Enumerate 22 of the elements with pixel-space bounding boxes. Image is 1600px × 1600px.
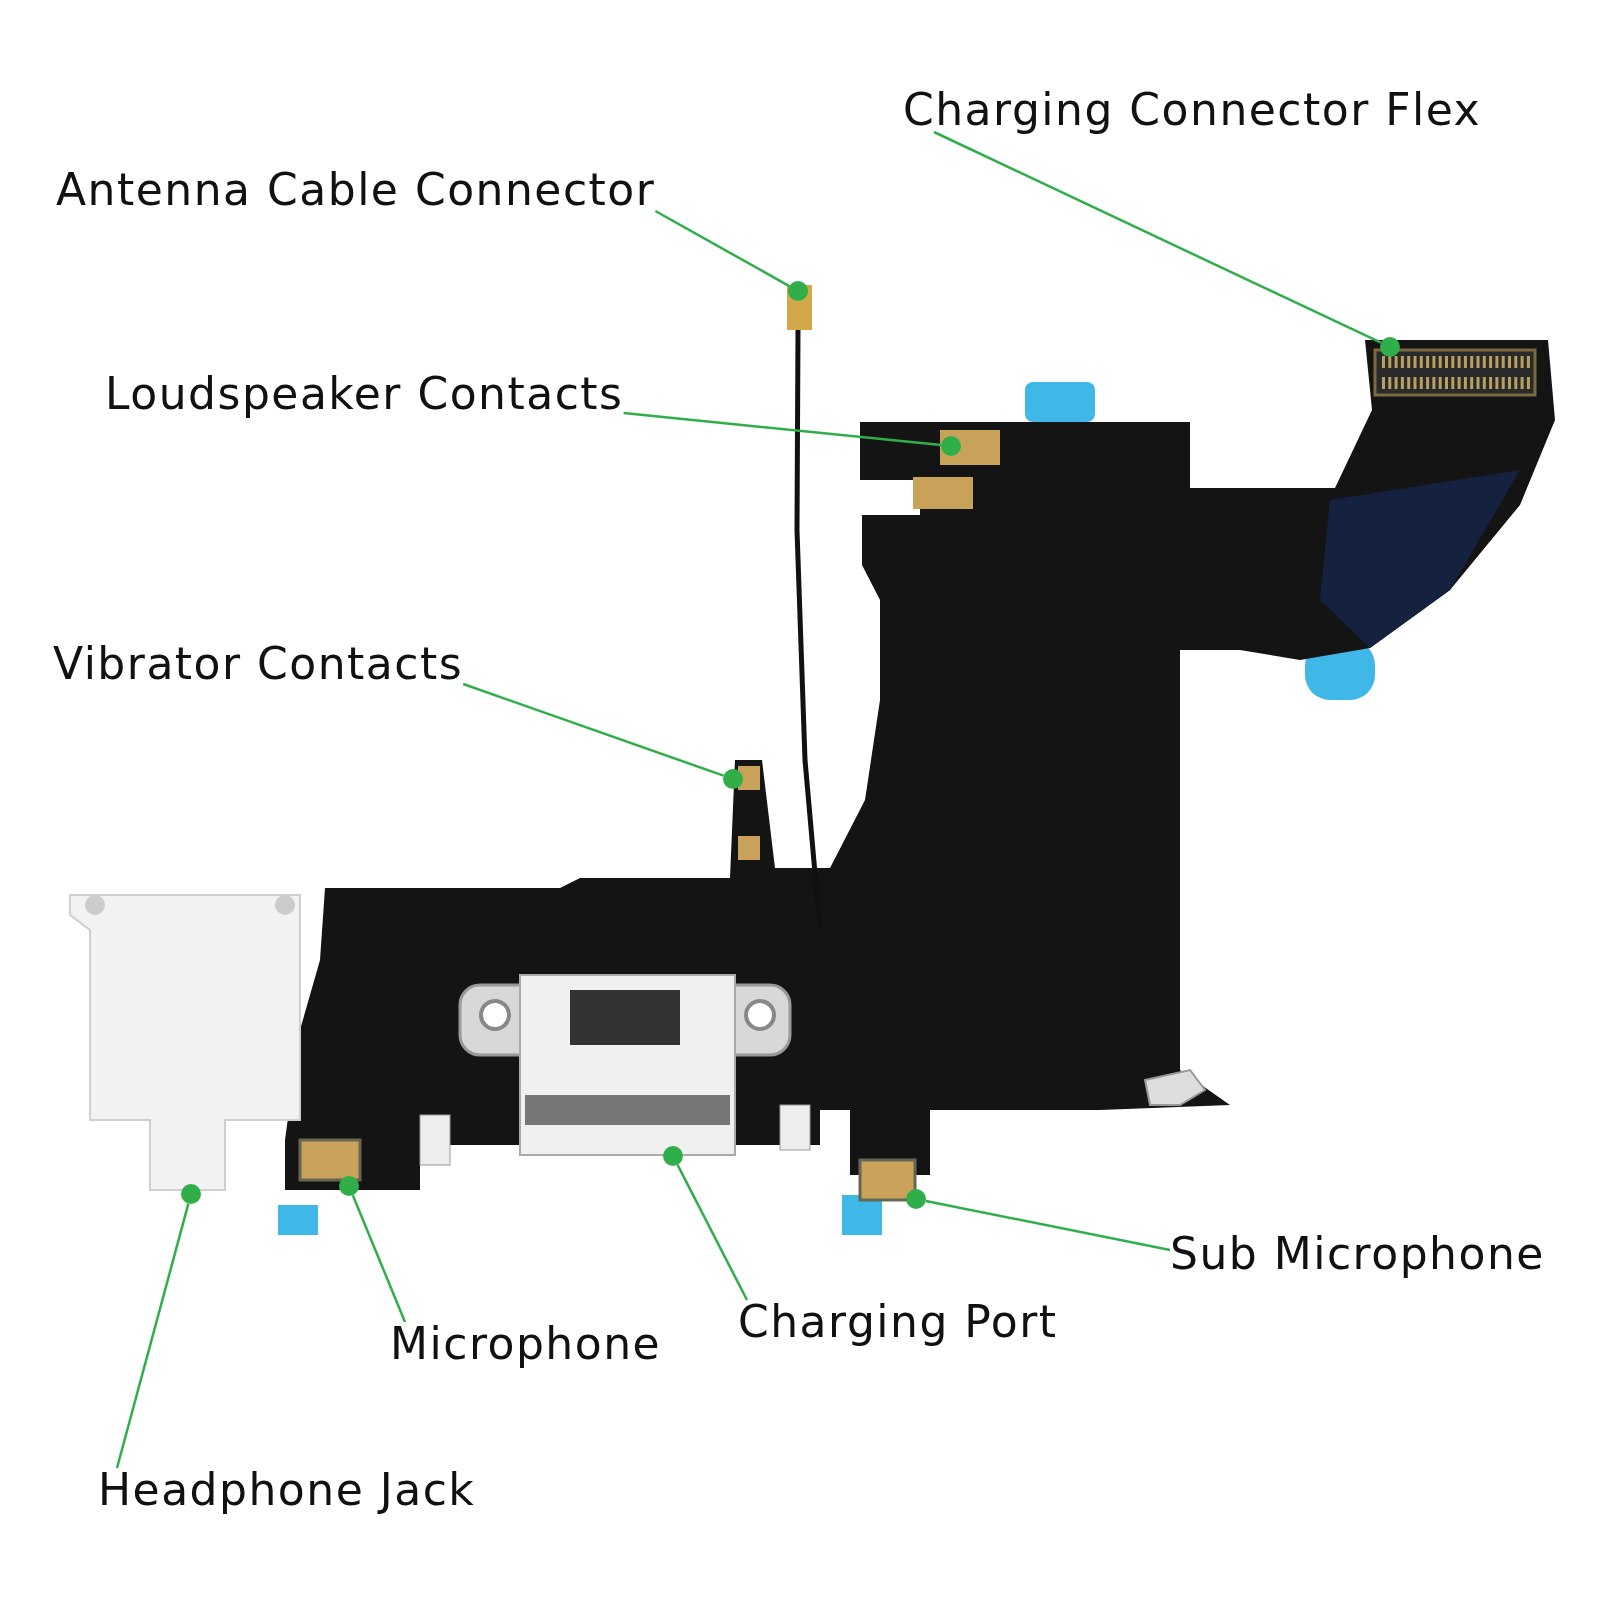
part-label: Antenna Cable Connector: [56, 168, 656, 212]
part-label: Sub Microphone: [1170, 1232, 1545, 1276]
target-dot: [906, 1189, 926, 1209]
target-dot: [181, 1184, 201, 1204]
leader-line: [925, 1199, 1171, 1252]
leader-line: [654, 209, 790, 288]
target-dot: [723, 769, 743, 789]
part-label: Charging Connector Flex: [903, 88, 1482, 132]
part-label: Loudspeaker Contacts: [105, 372, 624, 416]
leader-line: [462, 682, 724, 777]
part-label: Headphone Jack: [98, 1468, 476, 1512]
target-dot: [339, 1176, 359, 1196]
target-dot: [1380, 337, 1400, 357]
leader-line: [676, 1164, 749, 1301]
leader-line: [115, 1203, 190, 1469]
leader-line: [933, 130, 1382, 344]
target-dot: [663, 1146, 683, 1166]
target-dot: [788, 281, 808, 301]
leader-line: [351, 1194, 407, 1323]
part-label: Charging Port: [738, 1300, 1058, 1344]
part-label: Microphone: [390, 1322, 662, 1366]
part-label: Vibrator Contacts: [53, 642, 464, 686]
